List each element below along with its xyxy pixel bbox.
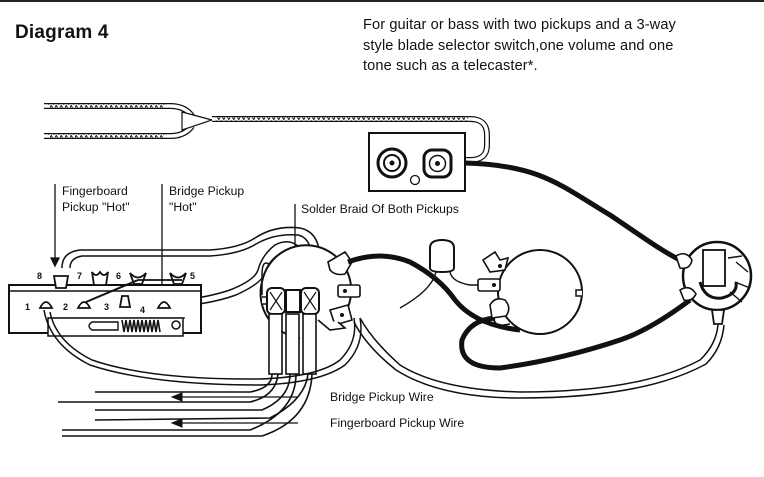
switch-terminal-1: 1 (25, 302, 30, 312)
switch-terminal-5: 5 (190, 271, 195, 281)
wire-label-arrows (170, 392, 298, 428)
label-line: Bridge Pickup (169, 184, 245, 198)
volume-pot (259, 244, 361, 339)
loop-wires (43, 309, 725, 399)
switch-terminal-7: 7 (77, 271, 82, 281)
description-line: tone such as a telecaster*. (363, 58, 538, 74)
description-line: style blade selector switch,one volume a… (363, 37, 674, 54)
tone-pot (477, 249, 583, 335)
label-line: Fingerboard (62, 184, 128, 198)
switch-terminal-4: 4 (140, 305, 145, 315)
output-jack-plate (368, 132, 466, 192)
capacitor (399, 238, 478, 309)
switch-terminal-6: 6 (116, 271, 121, 281)
label-fingerboard-pickup-hot: Fingerboard Pickup "Hot" (62, 183, 130, 215)
blade-selector-switch: 8 7 6 5 1 2 3 4 (8, 270, 202, 337)
diagram-description: For guitar or bass with two pickups and … (363, 15, 763, 77)
label-line: "Hot" (169, 200, 197, 214)
description-line: For guitar or bass with two pickups and … (363, 17, 676, 33)
top-rule (0, 0, 764, 2)
shielded-cable (44, 103, 490, 163)
switch-terminal-3: 3 (104, 302, 109, 312)
pickup-wires-out (58, 373, 313, 437)
output-jack (675, 240, 753, 325)
output-hot-wire (464, 160, 682, 263)
thick-wires (347, 253, 692, 371)
switch-terminal-2: 2 (63, 302, 68, 312)
label-line: Pickup "Hot" (62, 200, 130, 214)
diagram-title: Diagram 4 (15, 22, 109, 43)
pickup-leads (266, 287, 320, 375)
label-solder-braid: Solder Braid Of Both Pickups (301, 202, 459, 216)
label-bridge-pickup-hot: Bridge Pickup "Hot" (169, 183, 244, 215)
label-bridge-pickup-wire: Bridge Pickup Wire (330, 390, 434, 404)
switch-terminal-8: 8 (37, 271, 42, 281)
label-fingerboard-pickup-wire: Fingerboard Pickup Wire (330, 416, 465, 430)
